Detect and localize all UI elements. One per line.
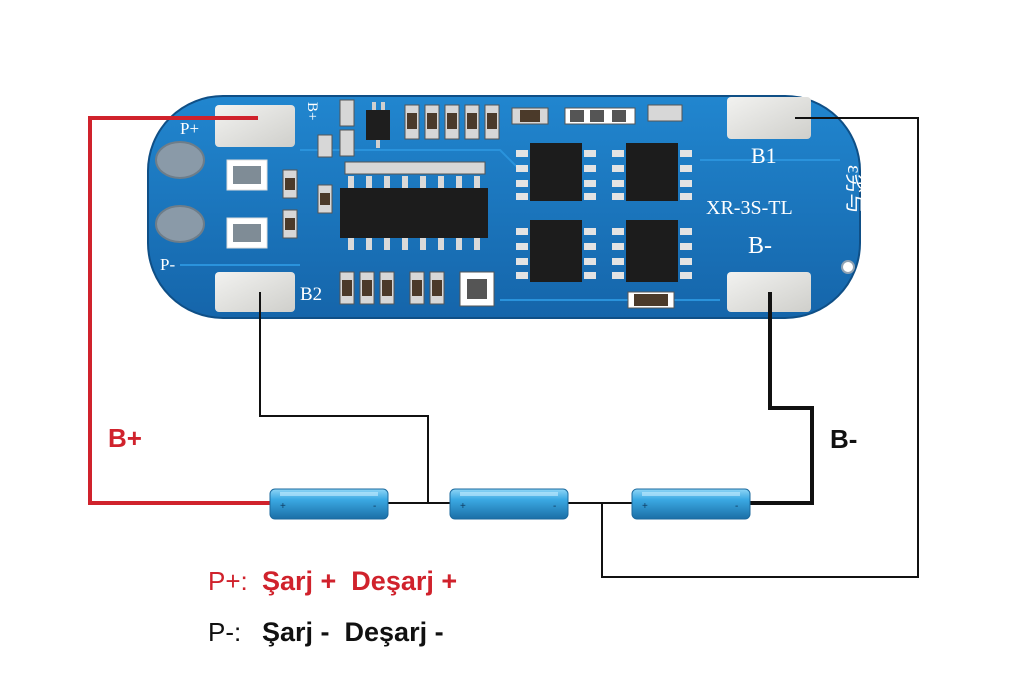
solder-pad-icon <box>215 272 295 312</box>
b-minus-wire <box>750 292 814 505</box>
battery-cell-icon: + - <box>269 488 389 520</box>
legend-row2-symbol: P-: <box>208 617 241 647</box>
svg-text:-: - <box>373 501 376 512</box>
resistor-icon <box>339 271 675 309</box>
battery-cell-icon: + - <box>449 488 569 520</box>
resistor-icon <box>282 99 355 239</box>
label-b1: B1 <box>751 143 777 168</box>
solder-pad-icon <box>215 105 295 147</box>
label-b2: B2 <box>300 284 322 305</box>
chip-icon <box>340 161 488 250</box>
b-minus-label: B- <box>830 424 857 454</box>
svg-text:+: + <box>642 501 648 512</box>
chip-icon <box>366 102 390 148</box>
chip-icon <box>516 143 692 282</box>
label-b-minus-pad: B- <box>748 233 772 259</box>
resistor-icon <box>404 104 683 140</box>
label-b-plus-pad: B+ <box>304 102 320 120</box>
legend-row2-text: Şarj - Deşarj - <box>262 617 444 647</box>
svg-text:-: - <box>735 501 738 512</box>
legend-row1-text: Şarj + Deşarj + <box>262 566 457 596</box>
legend: P+: Şarj + Deşarj + P-: Şarj - Deşarj - <box>208 566 457 647</box>
b-plus-wire <box>88 116 272 505</box>
label-p-plus: P+ <box>180 119 199 138</box>
solder-pad-icon <box>727 97 811 139</box>
legend-row1-symbol: P+: <box>208 566 248 596</box>
b-plus-label: B+ <box>108 423 142 453</box>
svg-text:-: - <box>553 501 556 512</box>
label-model: XR-3S-TL <box>706 197 793 219</box>
battery-cell-icon: + - <box>631 488 751 520</box>
label-p-minus: P- <box>160 255 175 274</box>
pcb-board-icon: P+ P- B+ B1 B2 B- XR-3S-TL ε劣与 <box>147 95 866 319</box>
black-wires <box>259 117 919 578</box>
svg-text:+: + <box>280 501 286 512</box>
svg-text:+: + <box>460 501 466 512</box>
label-side-mark: ε劣与 <box>843 165 866 213</box>
